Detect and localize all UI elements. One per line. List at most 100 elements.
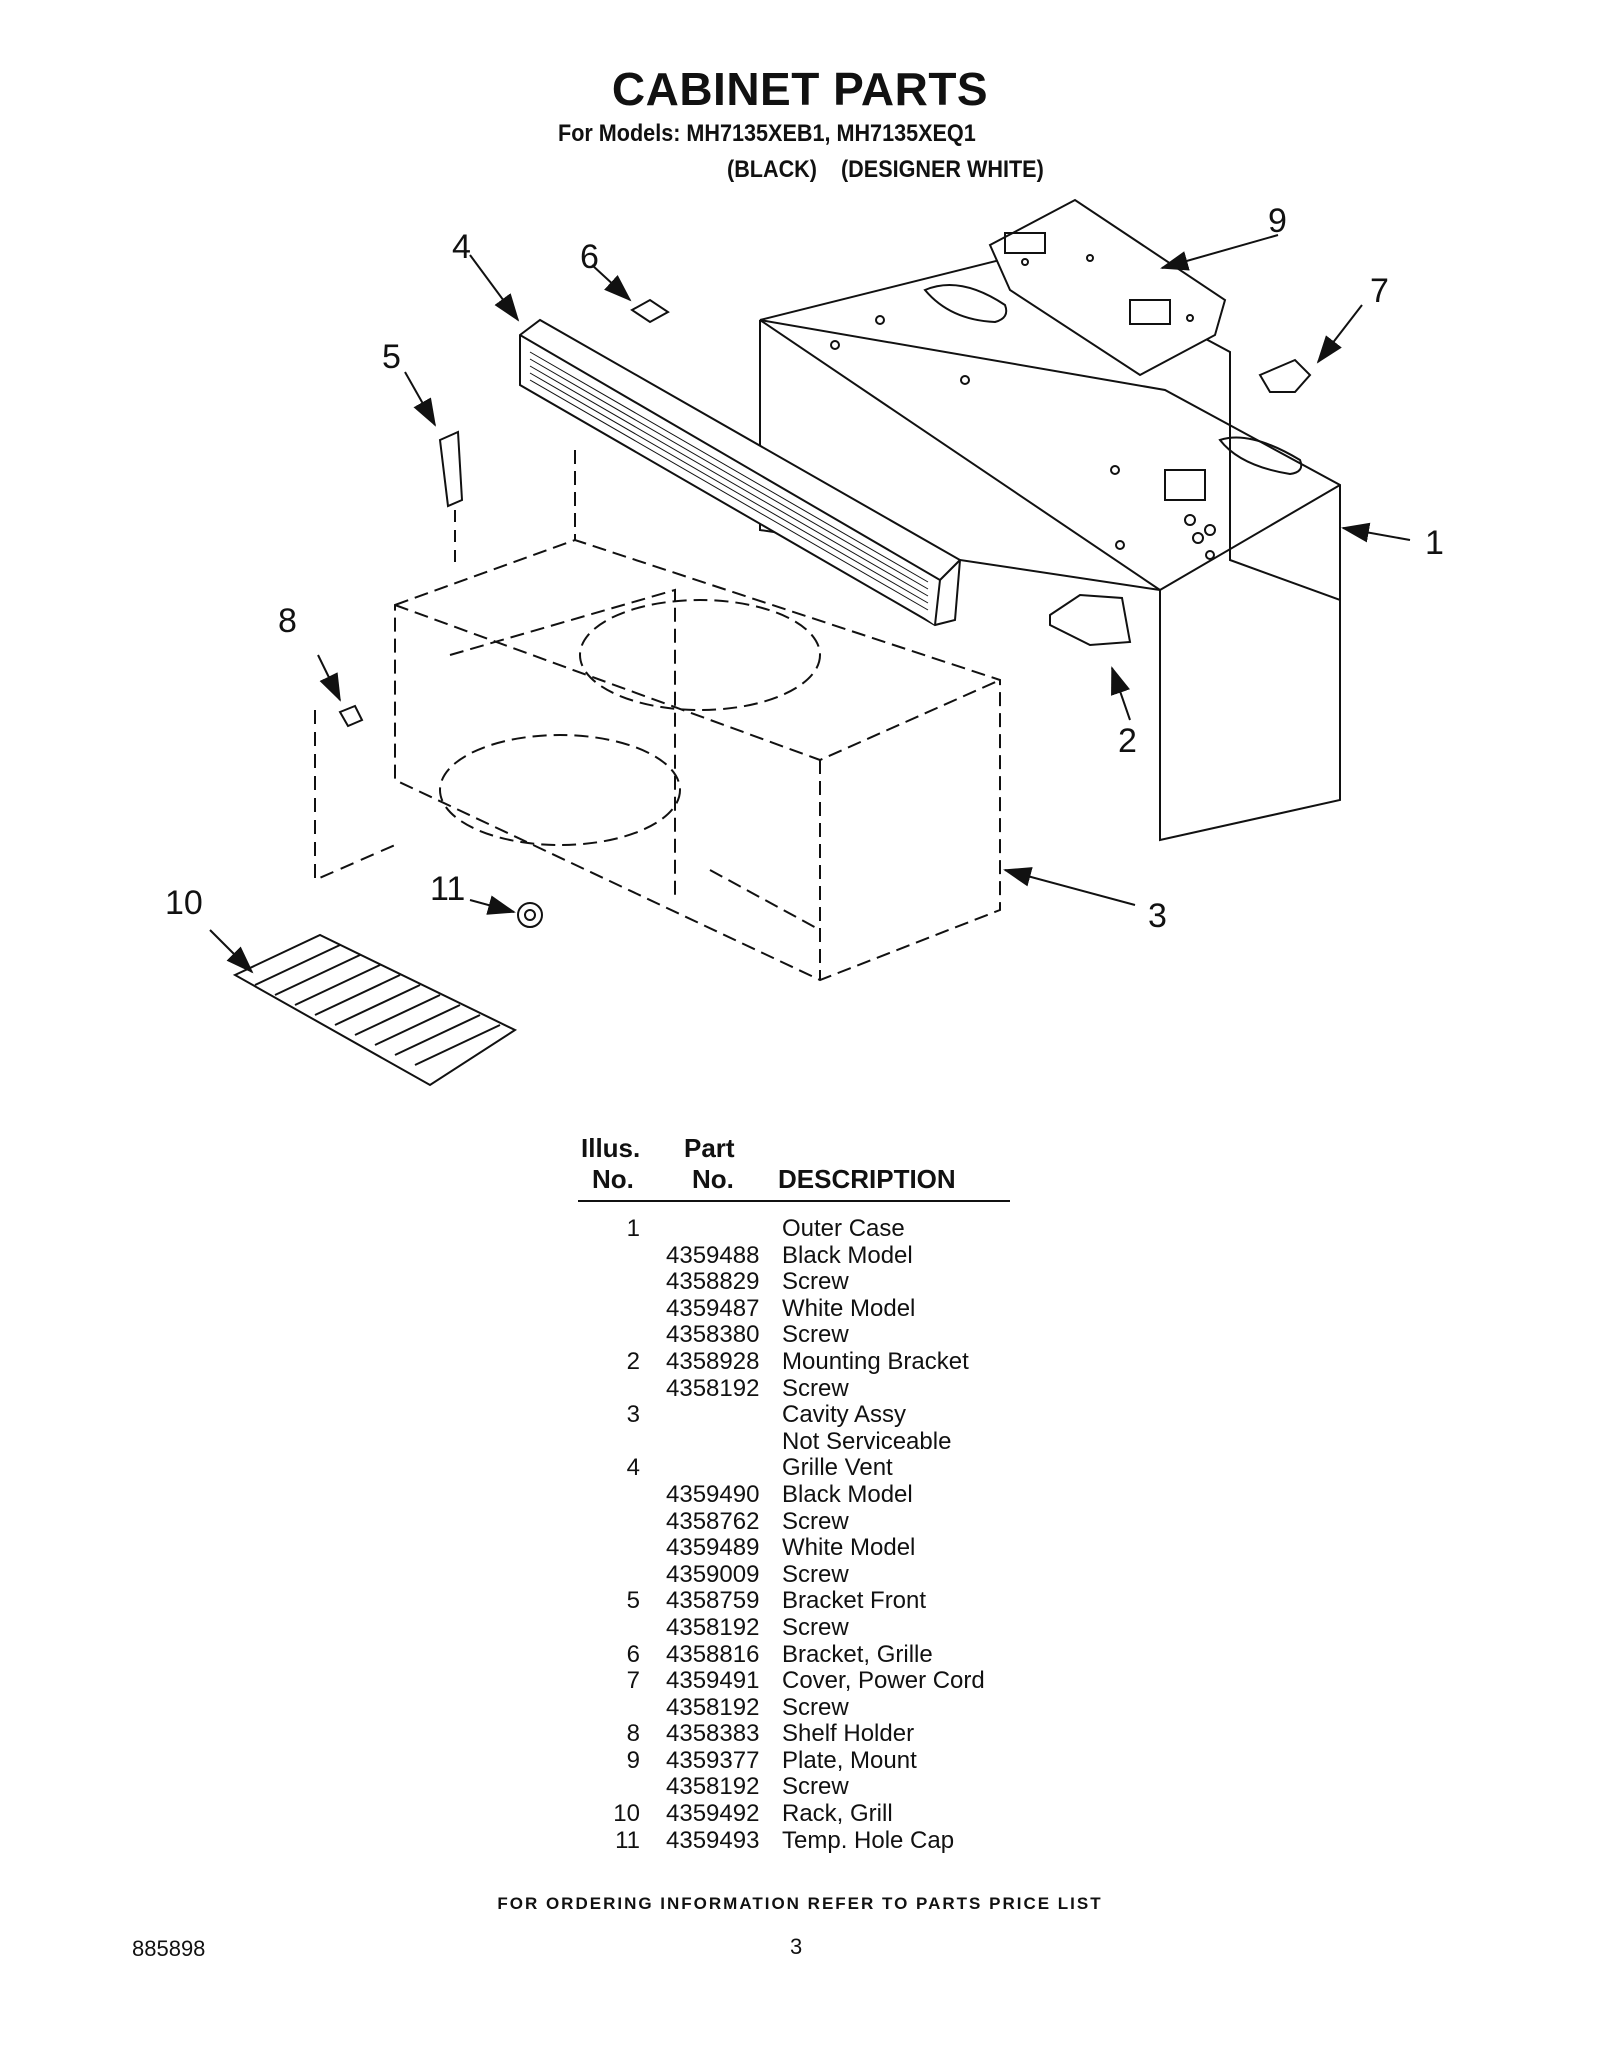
header-part-2: No. [692, 1164, 734, 1194]
illus-number: 7 [626, 1667, 640, 1695]
table-row: 4359490 Black Model [578, 1480, 1078, 1509]
callout-4: 4 [452, 228, 471, 266]
table-row: 4359489 White Model [578, 1535, 1078, 1562]
table-row: 4358829 Screw [578, 1269, 1078, 1296]
illus-number: 3 [626, 1401, 640, 1429]
part-number: 4358192 [666, 1693, 760, 1721]
callout-10: 10 [165, 884, 203, 922]
part-number: 4358192 [666, 1773, 760, 1801]
grille-bracket-part [630, 298, 670, 324]
page-title: CABINET PARTS [611, 63, 989, 115]
part-number: 4359009 [666, 1560, 760, 1588]
table-row: 6 4358816 Bracket, Grille [578, 1640, 1078, 1669]
table-row: 4358192 Screw [578, 1693, 1078, 1722]
callout-3: 3 [1148, 897, 1167, 935]
part-description: Screw [782, 1613, 849, 1641]
part-description: Temp. Hole Cap [782, 1826, 955, 1854]
part-number: 4358928 [666, 1347, 760, 1375]
part-description: White Model [782, 1534, 916, 1562]
part-description: Screw [782, 1374, 849, 1402]
table-row: 3 Cavity Assy [578, 1402, 1078, 1429]
illus-number: 11 [615, 1826, 640, 1854]
part-description: Shelf Holder [782, 1720, 915, 1748]
callout-5: 5 [382, 338, 401, 376]
callout-leaders [209, 234, 1411, 974]
table-header-rule [578, 1200, 1010, 1202]
table-row: 4358762 Screw [578, 1507, 1078, 1536]
illus-number: 6 [626, 1640, 640, 1668]
header-part-1: Part [684, 1133, 735, 1163]
callout-7: 7 [1370, 272, 1389, 310]
part-number: 4358192 [666, 1374, 760, 1402]
callout-8: 8 [278, 602, 297, 640]
part-description: Bracket, Grille [782, 1640, 933, 1668]
part-description: Outer Case [782, 1215, 905, 1242]
part-number: 4358829 [666, 1268, 760, 1296]
callout-1: 1 [1425, 524, 1444, 562]
part-number: 4359488 [666, 1241, 760, 1269]
illus-number: 2 [626, 1347, 640, 1375]
part-description: Rack, Grill [782, 1800, 893, 1828]
part-number: 4358762 [666, 1507, 760, 1535]
grille-vent-part [519, 318, 962, 627]
part-number: 4359490 [666, 1480, 760, 1508]
illus-number: 9 [626, 1746, 640, 1774]
part-number: 4359487 [666, 1294, 760, 1322]
part-description: Screw [782, 1693, 849, 1721]
table-row: 4359488 Black Model [578, 1241, 1078, 1270]
part-description: Screw [782, 1773, 849, 1801]
illus-number: 8 [626, 1720, 640, 1748]
header-description: DESCRIPTION [778, 1164, 956, 1194]
callout-11: 11 [430, 870, 465, 908]
temp-hole-cap-part [517, 902, 543, 928]
callout-6: 6 [580, 238, 599, 276]
part-description: Screw [782, 1507, 849, 1535]
color-black-label: (BLACK) [727, 156, 817, 183]
grill-rack-part [232, 933, 518, 1087]
shelf-holder-part [314, 704, 396, 882]
model-colors: (BLACK) (DESIGNER WHITE) [727, 156, 1044, 184]
part-description: Screw [782, 1268, 849, 1296]
part-description: Not Serviceable [782, 1427, 952, 1455]
ordering-note: FOR ORDERING INFORMATION REFER TO PARTS … [497, 1894, 1103, 1913]
part-number: 4358816 [666, 1640, 760, 1668]
callout-9: 9 [1268, 202, 1287, 240]
color-white-label: (DESIGNER WHITE) [840, 156, 1044, 183]
part-description: Cover, Power Cord [782, 1667, 985, 1695]
table-row: 8 4358383 Shelf Holder [578, 1721, 1078, 1748]
page-number: 3 [790, 1934, 803, 1959]
exploded-parts-diagram: 9 7 1 2 3 4 6 5 8 10 11 [165, 198, 1444, 1087]
part-number: 4358380 [666, 1321, 760, 1349]
power-cord-cover-part [1258, 358, 1312, 393]
illus-number: 1 [626, 1215, 640, 1242]
table-row: 1 Outer Case [578, 1215, 1078, 1243]
mount-plate-part [988, 198, 1227, 377]
bracket-front-part [438, 430, 464, 508]
part-description: Cavity Assy [782, 1401, 907, 1429]
part-description: Black Model [782, 1241, 913, 1269]
illus-number: 4 [626, 1454, 640, 1482]
grille-vent-slots [529, 351, 929, 611]
part-number: 4358383 [666, 1720, 760, 1748]
table-row: Not Serviceable [578, 1427, 1078, 1456]
illus-number: 5 [626, 1587, 640, 1615]
illus-number: 10 [613, 1800, 640, 1828]
part-number: 4359489 [666, 1534, 760, 1562]
table-row: 4358192 Screw [578, 1774, 1078, 1801]
document-number: 885898 [132, 1936, 206, 1961]
models-line: For Models: MH7135XEB1, MH7135XEQ1 [558, 120, 976, 147]
part-description: Black Model [782, 1480, 913, 1508]
part-number: 4358759 [666, 1587, 760, 1615]
